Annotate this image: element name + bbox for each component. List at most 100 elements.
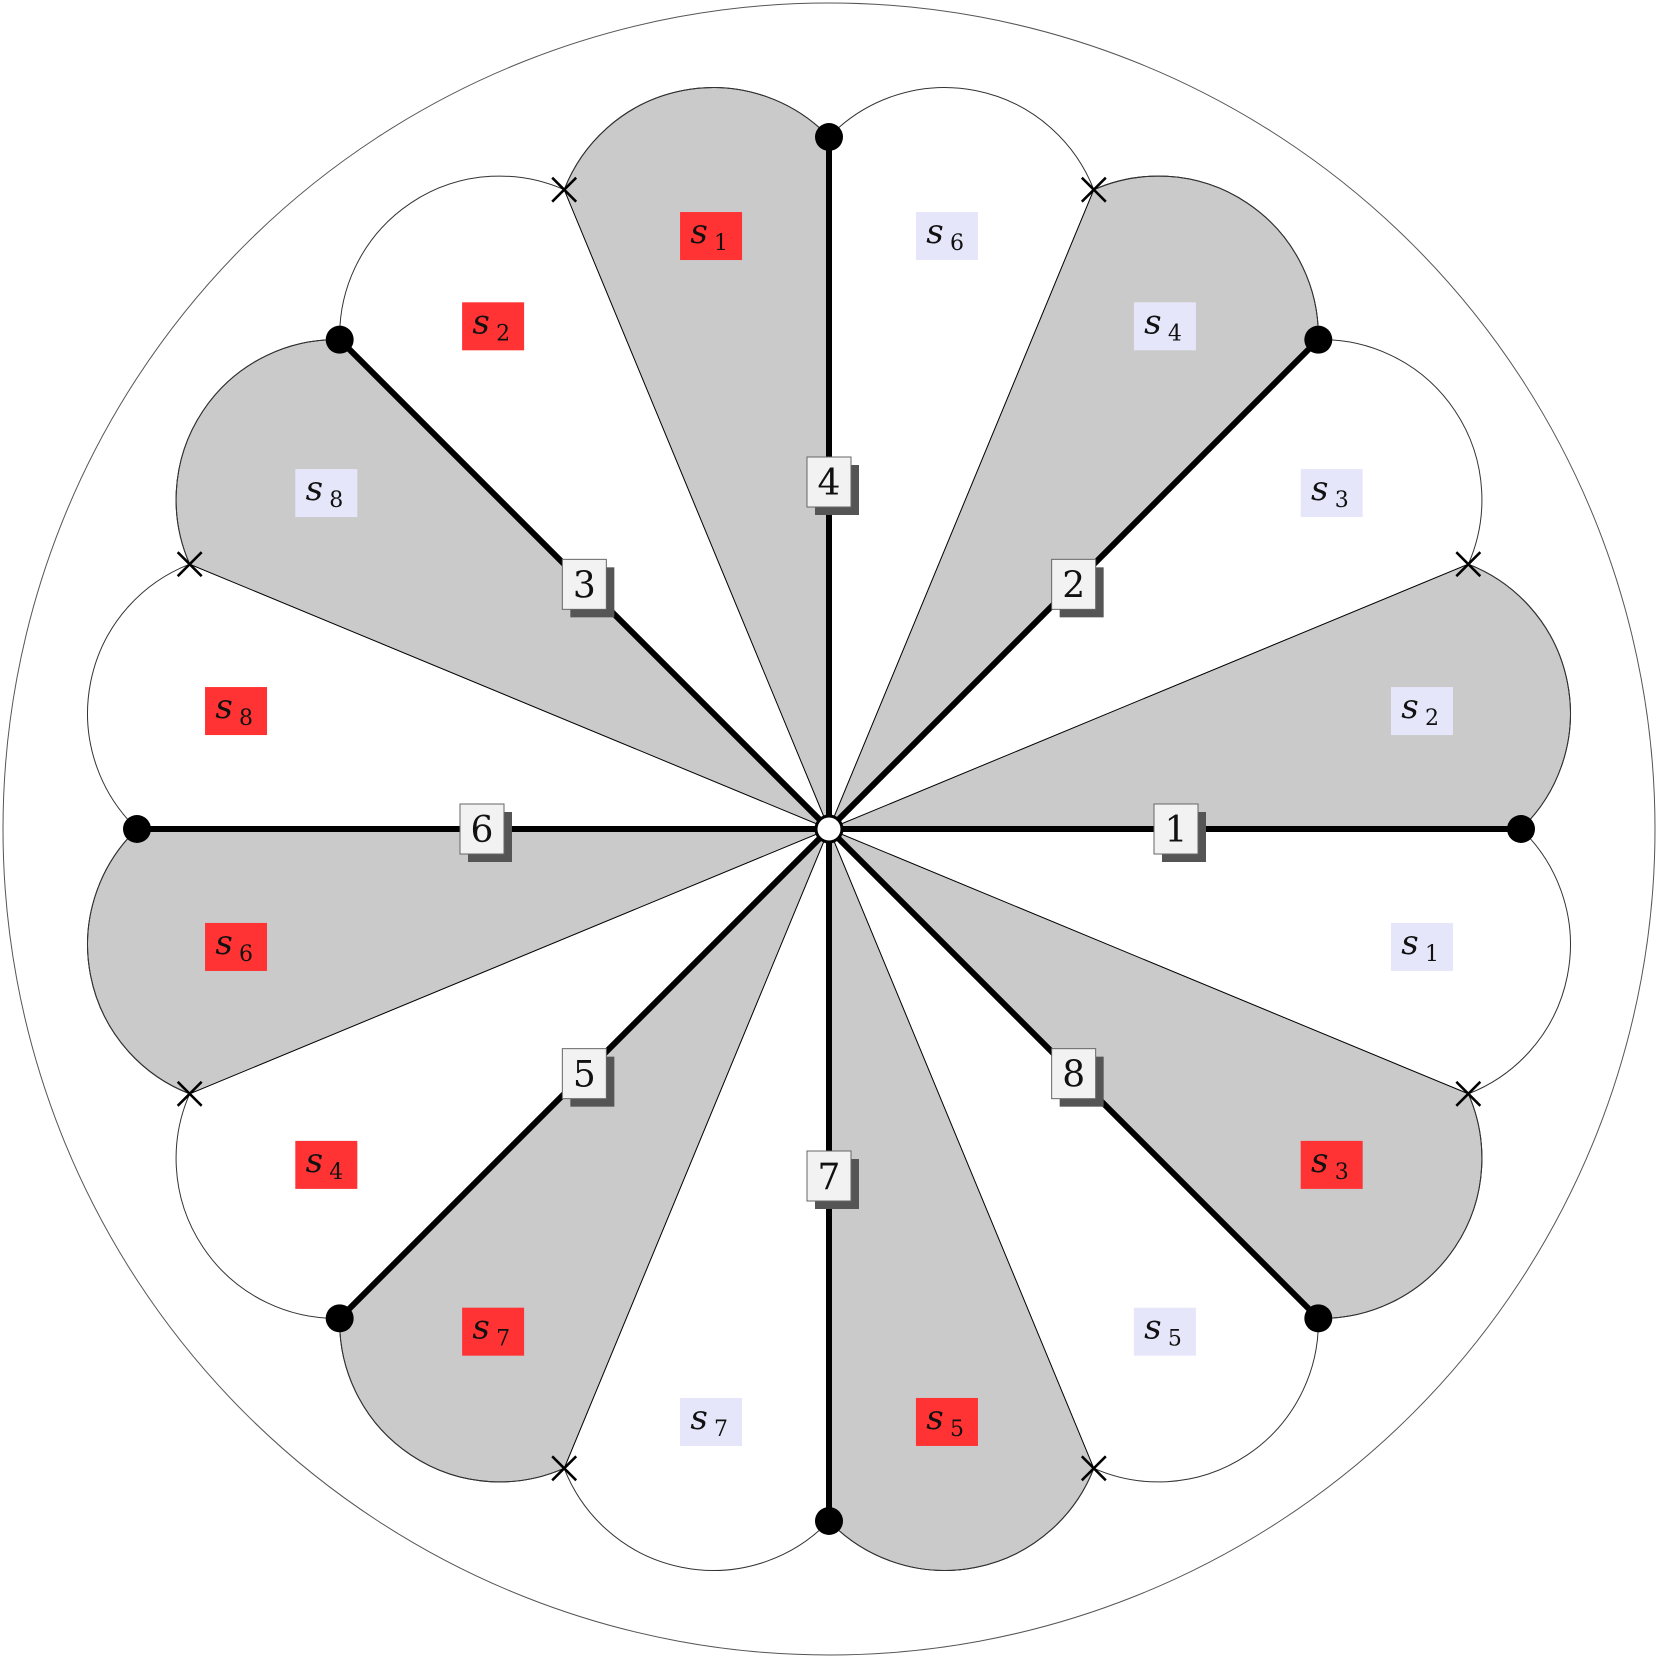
center-node [814, 814, 844, 844]
arc-label-subscript: 6 [239, 942, 253, 967]
arc-label-box [1133, 1307, 1196, 1356]
spoke-label-box [561, 558, 607, 610]
arc-label-letter: s [1144, 1308, 1161, 1348]
arc-label-letter: s [1144, 302, 1161, 342]
spoke-label-text: 3 [573, 565, 596, 606]
spoke-label-box [1153, 803, 1199, 855]
spoke-label-4: 4 [806, 456, 859, 515]
arc-label-subscript: 5 [950, 1417, 964, 1442]
endpoint-dot-2 [1304, 325, 1333, 354]
endpoint-dot-7 [815, 1507, 843, 1535]
arc-label-letter: s [1401, 923, 1418, 963]
cross-marker-7 [1080, 1455, 1107, 1482]
arc-label-subscript: 4 [1168, 321, 1182, 346]
endpoint-dot-5 [325, 1304, 354, 1333]
cross-marker-2 [1080, 176, 1107, 203]
arc-label-subscript: 3 [1335, 1160, 1349, 1185]
arc-label-subscript: 1 [714, 231, 728, 256]
arc-label-subscript: 5 [1168, 1327, 1182, 1352]
spoke-label-7: 7 [806, 1150, 859, 1209]
arc-label-box [205, 922, 268, 971]
boundary-arc-10 [175, 1093, 340, 1319]
boundary-arc-13 [828, 1468, 1095, 1571]
spoke-label-5: 5 [561, 1048, 615, 1107]
boundary-arc-7 [175, 339, 340, 565]
boundary-arcs [87, 87, 1571, 1571]
arc-label-box [205, 687, 268, 736]
boundary-arc-5 [563, 87, 830, 190]
spoke-label-box [459, 803, 505, 855]
boundary-arc-4 [828, 87, 1095, 190]
arc-label-subscript: 7 [496, 1327, 510, 1352]
spoke-label-box [1051, 558, 1097, 610]
endpoint-dot-8 [1304, 1304, 1333, 1333]
arc-label-letter: s [690, 1398, 707, 1438]
arc-label-letter: s [926, 212, 943, 252]
arc-label-letter: s [1311, 1141, 1328, 1181]
arc-label-box [1300, 1140, 1363, 1189]
shaded-sectors [87, 87, 1571, 1571]
arc-label-box [1300, 469, 1363, 518]
spoke-label-3: 3 [561, 558, 615, 618]
arc-label-box [1390, 687, 1453, 736]
endpoint-dot-3 [325, 325, 354, 354]
cross-marker-6 [551, 1455, 578, 1482]
spoke-label-text: 7 [818, 1157, 841, 1198]
boundary-arc-1 [1468, 563, 1571, 830]
arc-label-box [295, 469, 358, 518]
boundary-arc-9 [87, 828, 190, 1095]
spoke-label-box [561, 1048, 607, 1100]
boundary-arc-15 [1318, 1093, 1483, 1319]
arc-label-subscript: 2 [496, 321, 510, 346]
arc-label-letter: s [1311, 469, 1328, 509]
spoke-label-text: 8 [1062, 1055, 1085, 1096]
arc-label-box [1133, 302, 1196, 351]
endpoint-dot-4 [815, 123, 843, 151]
arc-label-box [680, 212, 743, 261]
boundary-arc-8 [87, 563, 190, 830]
arc-label-subscript: 8 [329, 488, 343, 513]
arc-label-letter: s [472, 302, 489, 342]
arc-label-letter: s [215, 687, 232, 727]
cross-marker-8 [1455, 1080, 1482, 1107]
arc-label-box [1390, 922, 1453, 971]
spoke-label-text: 2 [1062, 565, 1085, 606]
boundary-arc-6 [339, 175, 565, 340]
spoke-label-box [1051, 1048, 1097, 1100]
arc-label-box [915, 1397, 978, 1446]
arc-label-letter: s [1401, 687, 1418, 727]
spoke-label-text: 6 [471, 810, 494, 851]
arc-label-letter: s [690, 212, 707, 252]
boundary-arc-12 [563, 1468, 830, 1571]
spoke-label-box [806, 456, 852, 508]
cross-marker-1 [1455, 551, 1482, 578]
boundary-arc-3 [1093, 175, 1319, 340]
spoke-label-text: 1 [1165, 810, 1188, 851]
endpoint-dot-1 [1507, 815, 1535, 843]
arc-label-subscript: 7 [714, 1417, 728, 1442]
spoke-label-1: 1 [1153, 803, 1206, 862]
arc-label-subscript: 2 [1425, 706, 1439, 731]
cross-marker-5 [176, 1080, 203, 1107]
endpoint-dot-6 [123, 815, 151, 843]
spoke-label-8: 8 [1051, 1048, 1104, 1107]
arc-label-letter: s [926, 1398, 943, 1438]
arc-label-box [295, 1140, 358, 1189]
